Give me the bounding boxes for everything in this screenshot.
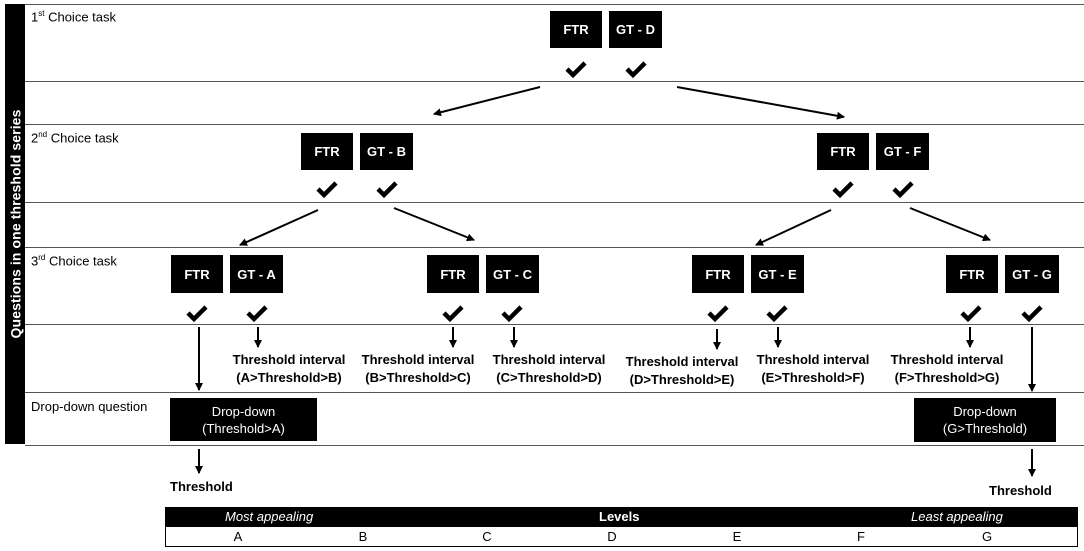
row-divider (25, 202, 1084, 203)
dropdown-box-right: Drop-down(G>Threshold) (914, 398, 1056, 442)
row-label-dropdown: Drop-down question (31, 399, 148, 414)
threshold-interval-a-b: Threshold interval(A>Threshold>B) (232, 352, 346, 385)
gt-b-box: GT - B (360, 133, 413, 170)
threshold-interval-d-e: Threshold interval(D>Threshold>E) (625, 354, 739, 387)
check-icon (248, 307, 266, 319)
arrow-connector (909, 207, 991, 242)
check-icon (378, 183, 396, 195)
levels-most-appealing: Most appealing (225, 509, 314, 524)
ftr-box: FTR (171, 255, 223, 293)
ftr-box: FTR (692, 255, 744, 293)
level-label: A (233, 529, 243, 544)
gt-g-box: GT - G (1005, 255, 1059, 293)
level-label: C (482, 529, 492, 544)
row-label-third-choice: 3rd Choice task (31, 253, 117, 269)
arrow-connector (393, 207, 475, 242)
ftr-box: FTR (301, 133, 353, 170)
check-icon (444, 307, 462, 319)
gt-e-box: GT - E (751, 255, 804, 293)
gt-f-box: GT - F (876, 133, 929, 170)
row-divider (25, 4, 1084, 5)
levels-header: Most appealing Levels Least appealing (165, 507, 1078, 526)
arrow-connector (239, 209, 319, 246)
arrow-connector (433, 86, 541, 117)
ftr-box: FTR (946, 255, 998, 293)
level-label: F (857, 529, 865, 544)
row-label-second-choice: 2nd Choice task (31, 130, 119, 146)
levels-title: Levels (599, 509, 640, 524)
ftr-box: FTR (817, 133, 869, 170)
threshold-interval-f-g: Threshold interval(F>Threshold>G) (890, 352, 1004, 385)
check-icon (834, 183, 852, 195)
row-label-first-choice: 1st Choice task (31, 9, 117, 25)
threshold-label-right: Threshold (989, 483, 1052, 498)
threshold-interval-e-f: Threshold interval(E>Threshold>F) (756, 352, 870, 385)
level-label: D (607, 529, 617, 544)
level-label: E (732, 529, 742, 544)
arrow-connector (676, 86, 845, 120)
row-divider (25, 445, 1084, 446)
ftr-box: FTR (427, 255, 479, 293)
check-icon (503, 307, 521, 319)
levels-least-appealing: Least appealing (911, 509, 1003, 524)
arrow-connector (755, 209, 832, 246)
row-divider (25, 247, 1084, 248)
gt-a-box: GT - A (230, 255, 283, 293)
check-icon (768, 307, 786, 319)
threshold-interval-c-d: Threshold interval(C>Threshold>D) (492, 352, 606, 385)
level-label: B (358, 529, 368, 544)
check-icon (962, 307, 980, 319)
sidebar-title-bar: Questions in one threshold series (5, 4, 25, 444)
gt-d-box: GT - D (609, 11, 662, 48)
levels-row: A B C D E F G (165, 526, 1078, 547)
level-label: G (981, 529, 993, 544)
ftr-box: FTR (550, 11, 602, 48)
check-icon (567, 63, 585, 75)
check-icon (894, 183, 912, 195)
threshold-label-left: Threshold (170, 479, 233, 494)
row-divider (25, 81, 1084, 82)
gt-c-box: GT - C (486, 255, 539, 293)
row-divider (25, 124, 1084, 125)
check-icon (188, 307, 206, 319)
dropdown-box-left: Drop-down(Threshold>A) (170, 398, 317, 441)
check-icon (709, 307, 727, 319)
check-icon (1023, 307, 1041, 319)
row-divider (25, 324, 1084, 325)
row-divider (25, 392, 1084, 393)
check-icon (318, 183, 336, 195)
threshold-interval-b-c: Threshold interval(B>Threshold>C) (361, 352, 475, 385)
check-icon (627, 63, 645, 75)
